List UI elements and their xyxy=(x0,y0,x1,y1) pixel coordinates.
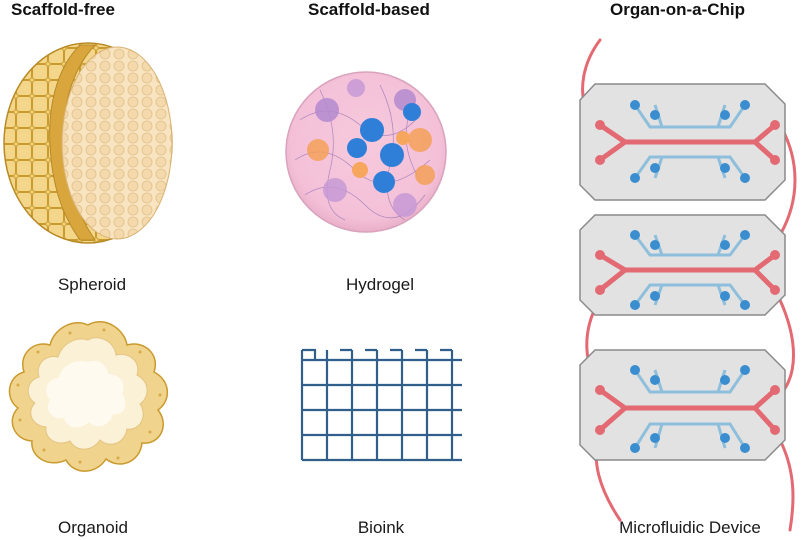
chip-unit-2 xyxy=(579,214,786,316)
bioink-illustration xyxy=(300,348,462,462)
organoid-illustration xyxy=(8,321,168,472)
heading-organ-on-a-chip: Organ-on-a-Chip xyxy=(610,0,746,19)
heading-scaffold-based: Scaffold-based xyxy=(308,0,430,19)
label-bioink: Bioink xyxy=(357,518,405,537)
chip-illustration xyxy=(579,38,797,532)
spheroid-illustration xyxy=(3,42,173,244)
label-organoid: Organoid xyxy=(58,518,128,537)
label-spheroid: Spheroid xyxy=(57,275,127,294)
label-microfluidic-device: Microfluidic Device xyxy=(619,518,761,537)
label-hydrogel: Hydrogel xyxy=(345,275,415,294)
chip-unit-3 xyxy=(579,349,786,461)
hydrogel-illustration xyxy=(285,71,447,233)
chip-unit-1 xyxy=(579,83,786,201)
heading-scaffold-free: Scaffold-free xyxy=(11,0,115,19)
